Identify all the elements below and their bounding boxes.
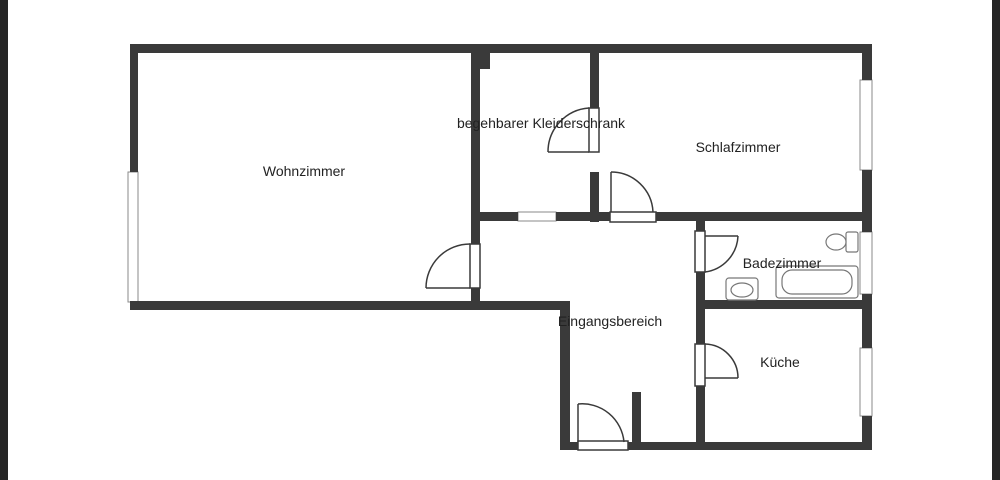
left-frame-edge [0,0,8,480]
wall-entrance-west [560,301,570,450]
sink-icon [725,277,759,301]
wall-living-south [130,301,570,310]
wall-living-east-upper [471,44,480,244]
window-bathroom-east [859,231,873,295]
doors [425,107,739,451]
label-kitchen: Küche [760,354,800,370]
door-closet [547,107,600,153]
label-walk-in-closet: begehbarer Kleiderschrank [457,115,626,131]
right-frame-edge [992,0,1000,480]
wall-east-mid-2 [862,294,872,348]
floor-plan: Wohnzimmer begehbarer Kleiderschrank Sch… [127,44,873,451]
door-bathroom [694,230,739,273]
wall-closet-south-left [480,212,518,221]
door-entrance [577,403,629,451]
wall-bath-south [696,300,872,309]
window-bedroom-east [859,79,873,171]
wall-living-east-lower [471,288,480,310]
bathtub-icon [775,265,859,299]
wall-bath-west-upper [696,221,705,231]
wall-bedroom-east [862,44,872,80]
label-living-room: Wohnzimmer [263,163,346,179]
wall-east-bottom [862,416,872,450]
room-labels: Wohnzimmer begehbarer Kleiderschrank Sch… [263,115,822,370]
wall-kitchen-west-lower [696,386,705,450]
door-kitchen [694,343,739,387]
wall-south-entry-left [560,442,578,450]
wall-entrance-stub [632,392,641,450]
label-entrance: Eingangsbereich [558,313,662,329]
wall-closet-south-right [556,212,610,221]
window-kitchen-east [859,347,873,417]
wall-east-mid-1 [862,170,872,232]
door-living [425,243,481,289]
label-bathroom: Badezimmer [743,255,822,271]
wall-living-west [130,44,138,172]
walls [130,44,872,450]
door-bedroom [609,171,657,223]
wall-south [628,442,872,450]
wall-bedroom-south [656,212,872,221]
floor-plan-canvas: Wohnzimmer begehbarer Kleiderschrank Sch… [8,0,992,480]
label-bedroom: Schlafzimmer [696,139,781,155]
bathroom-fixtures [725,231,859,301]
window-closet-passage [517,211,557,222]
wall-closet-post [480,53,490,69]
wall-closet-east [590,44,599,152]
window-living-west [127,171,139,303]
wall-north [130,44,872,53]
wall-closet-east-lower [590,172,599,222]
toilet-icon [825,231,859,253]
